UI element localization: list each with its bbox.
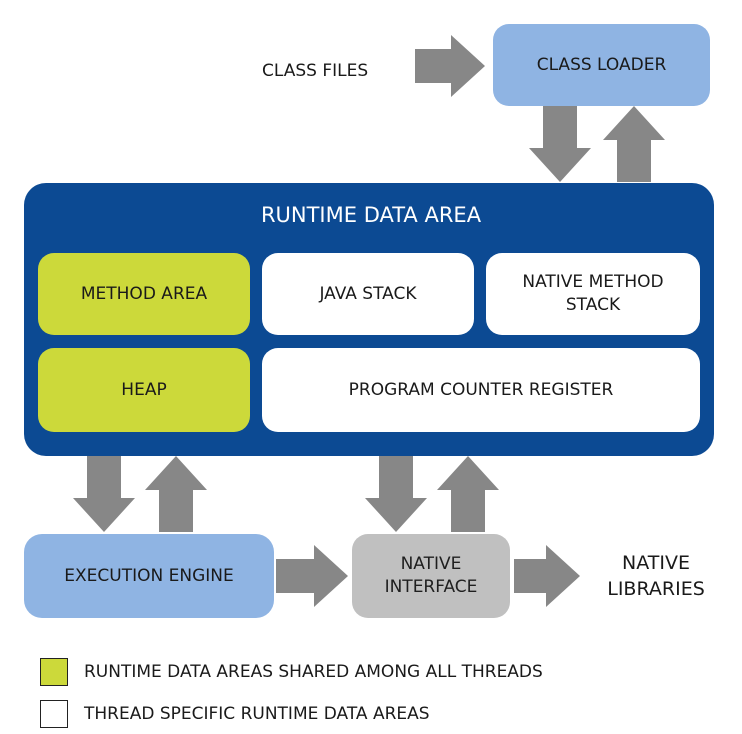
legend-thread-swatch	[40, 700, 68, 728]
legend-thread-label: THREAD SPECIFIC RUNTIME DATA AREAS	[84, 703, 430, 724]
engine-to-runtime-arrow	[145, 456, 207, 532]
class-loader-box: CLASS LOADER	[493, 24, 710, 106]
native-libraries-label: NATIVE LIBRARIES	[586, 544, 726, 610]
native-interface-label: NATIVE INTERFACE	[384, 554, 478, 597]
execution-engine-box: EXECUTION ENGINE	[24, 534, 274, 618]
native-method-stack-label: NATIVE METHOD STACK	[522, 272, 664, 315]
java-stack-box: JAVA STACK	[262, 253, 474, 335]
native-interface-to-libraries-arrow	[514, 545, 580, 607]
runtime-to-loader-arrow	[603, 106, 665, 182]
native-libraries-text: NATIVE LIBRARIES	[607, 552, 705, 600]
class-files-label: CLASS FILES	[262, 60, 369, 81]
engine-to-native-interface-arrow	[276, 545, 348, 607]
legend-shared-label: RUNTIME DATA AREAS SHARED AMONG ALL THRE…	[84, 661, 543, 682]
native-method-stack-box: NATIVE METHOD STACK	[486, 253, 700, 335]
loader-to-runtime-arrow	[529, 106, 591, 182]
legend-shared-swatch	[40, 658, 68, 686]
heap-box: HEAP	[38, 348, 250, 432]
native-interface-to-runtime-arrow	[437, 456, 499, 532]
program-counter-register-box: PROGRAM COUNTER REGISTER	[262, 348, 700, 432]
class-files-to-loader-arrow	[415, 35, 485, 97]
native-interface-box: NATIVE INTERFACE	[352, 534, 510, 618]
runtime-data-area-title: RUNTIME DATA AREA	[260, 202, 482, 227]
runtime-to-native-interface-arrow	[365, 456, 427, 532]
method-area-box: METHOD AREA	[38, 253, 250, 335]
runtime-to-engine-arrow	[73, 456, 135, 532]
